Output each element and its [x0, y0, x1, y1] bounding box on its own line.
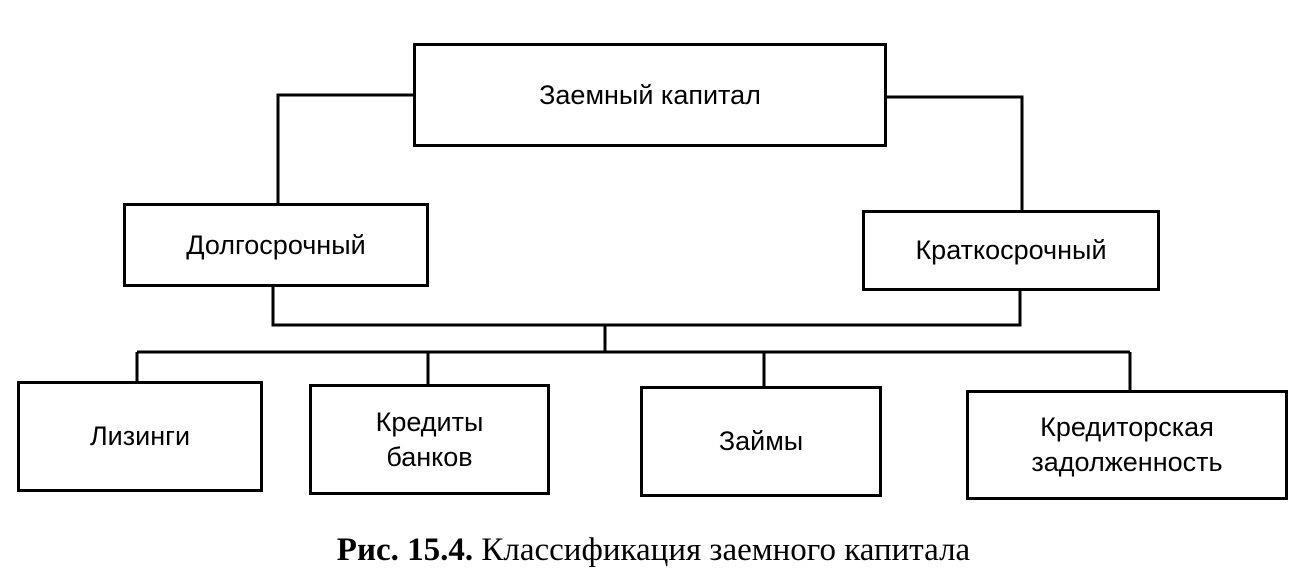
- node-loans: Займы: [640, 386, 882, 497]
- figure-caption-number: Рис. 15.4.: [336, 532, 474, 568]
- node-loans-label: Займы: [718, 426, 804, 456]
- node-accounts-payable-label: Кредиторская задолженность: [1031, 412, 1223, 477]
- node-short-term-label: Краткосрочный: [915, 235, 1107, 265]
- node-short-term: Краткосрочный: [862, 210, 1160, 291]
- node-leasing-label: Лизинги: [89, 421, 191, 451]
- node-accounts-payable: Кредиторская задолженность: [966, 390, 1288, 500]
- node-bank-credits-label: Кредиты банков: [375, 406, 484, 472]
- connector-terms-join: [271, 286, 1022, 327]
- figure-caption: Рис. 15.4. Классификация заемного капита…: [0, 532, 1307, 569]
- connector-root-shortterm: [887, 95, 1024, 212]
- node-borrowed-capital-label: Заемный капитал: [539, 79, 761, 110]
- figure-caption-title: Классификация заемного капитала: [481, 532, 971, 568]
- node-long-term-label: Долгосрочный: [186, 229, 366, 260]
- node-bank-credits: Кредиты банков: [309, 384, 550, 495]
- node-leasing: Лизинги: [17, 381, 263, 492]
- node-borrowed-capital: Заемный капитал: [413, 43, 887, 147]
- node-long-term: Долгосрочный: [123, 203, 429, 287]
- connector-root-longterm: [276, 93, 413, 205]
